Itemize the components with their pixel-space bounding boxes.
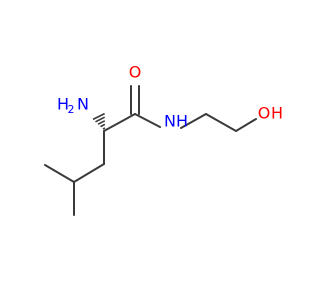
hashed-wedge-bond: [92, 112, 106, 130]
atom-nh2-n: N: [77, 95, 89, 114]
bond-ch2-oh: [235, 118, 257, 132]
molecule-diagram: O N H O H H 2 N: [44, 63, 283, 216]
bond-n-ch2: [180, 113, 207, 129]
bond-ch2-ch2: [205, 113, 237, 132]
bond-c-n: [134, 113, 161, 128]
atom-o-carbonyl: O: [129, 63, 142, 82]
bond-ch-ch3-left: [44, 164, 75, 183]
structure-canvas: O N H O H H 2 N: [44, 63, 283, 216]
atom-nh2-h: H: [57, 95, 69, 114]
bond-c-calpha: [103, 113, 136, 132]
bond-ch2-ch: [73, 163, 105, 183]
atom-oh-o: O: [258, 104, 271, 123]
atom-oh-h: H: [271, 104, 283, 123]
atom-nh-h: H: [176, 112, 188, 131]
atom-nh2-subscript: 2: [68, 103, 75, 116]
atom-nh-n: N: [164, 112, 176, 131]
